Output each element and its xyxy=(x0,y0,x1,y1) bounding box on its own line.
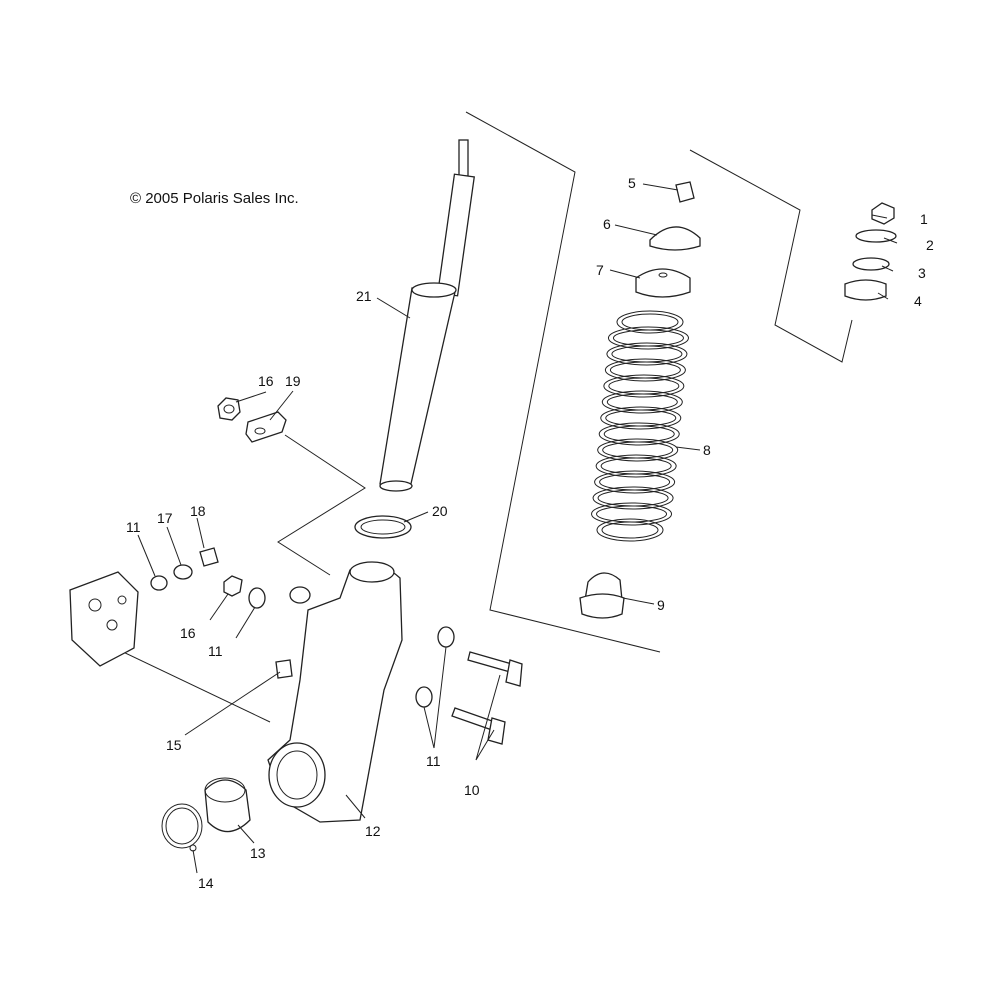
callout-15: 15 xyxy=(166,737,182,753)
spring-coil-inner xyxy=(608,377,680,395)
nut-16-upper xyxy=(217,397,241,421)
washer-11a xyxy=(150,575,168,591)
spring-coil xyxy=(591,502,673,526)
spring-coil-inner xyxy=(611,345,683,363)
washer-3 xyxy=(852,257,890,271)
spring-coil xyxy=(606,342,688,366)
strut-body xyxy=(379,287,456,489)
spindle-bolts xyxy=(415,626,523,745)
strut-body-top xyxy=(411,282,457,298)
spring-coil-inner xyxy=(600,457,672,475)
callout-11-b: 11 xyxy=(208,643,223,659)
callout-17: 17 xyxy=(157,510,173,526)
washer-11c xyxy=(437,626,455,648)
spring-coil-inner xyxy=(596,505,668,523)
spring-coil xyxy=(597,438,679,462)
caliper-assembly-line xyxy=(97,639,271,723)
callout-21: 21 xyxy=(356,288,372,304)
assembly-lines xyxy=(97,111,853,723)
clamp xyxy=(245,411,287,443)
callout-4: 4 xyxy=(914,293,922,309)
spring-coil-inner xyxy=(602,441,674,459)
callout-20: 20 xyxy=(432,503,448,519)
spring-coil xyxy=(598,422,680,446)
strut xyxy=(379,139,475,492)
spring-seat xyxy=(635,268,691,298)
jounce-bumper xyxy=(579,572,625,619)
callout-16-a: 16 xyxy=(258,373,274,389)
callout-10: 10 xyxy=(464,782,480,798)
top-mount-hardware xyxy=(844,202,897,301)
spring-coil xyxy=(616,310,684,334)
o-ring xyxy=(354,515,412,539)
callout-12: 12 xyxy=(365,823,381,839)
spring-coil-inner xyxy=(605,409,677,427)
spring-coil-inner xyxy=(609,361,681,379)
nut-16-lower xyxy=(223,575,243,597)
lock-washer-17 xyxy=(173,564,193,580)
spring-coil xyxy=(596,518,664,542)
bearing xyxy=(204,777,251,833)
callout-13: 13 xyxy=(250,845,266,861)
spring-coil xyxy=(592,486,674,510)
bushing-4 xyxy=(844,279,887,301)
copyright-text: © 2005 Polaris Sales Inc. xyxy=(130,190,299,207)
strut-rod xyxy=(437,173,475,297)
spring-coil-inner xyxy=(599,473,671,491)
spring-retainer xyxy=(649,226,701,251)
bolt-18 xyxy=(199,547,219,567)
spring-coil xyxy=(607,326,689,350)
spring-coil-inner xyxy=(612,329,684,347)
spring-hardware xyxy=(635,181,701,298)
callout-labels: 1 2 3 4 5 6 7 8 9 10 11 11 11 12 13 14 1… xyxy=(126,175,934,891)
strut-body-bottom xyxy=(379,480,413,492)
callout-5: 5 xyxy=(628,175,636,191)
callout-6: 6 xyxy=(603,216,611,232)
spring-coil xyxy=(594,470,676,494)
clamp-hardware xyxy=(217,397,287,443)
spring-coil xyxy=(604,358,686,382)
grease-fitting xyxy=(275,659,293,679)
spring-coil-inner xyxy=(601,521,659,539)
callout-8: 8 xyxy=(703,442,711,458)
spring-coil-inner xyxy=(603,425,675,443)
strut-rod-tip xyxy=(458,139,469,177)
callout-16-b: 16 xyxy=(180,625,196,641)
coil-spring xyxy=(591,310,689,542)
nut-5 xyxy=(675,181,695,203)
spring-coil xyxy=(603,374,685,398)
callout-3: 3 xyxy=(918,265,926,281)
callout-18: 18 xyxy=(190,503,206,519)
callout-11-c: 11 xyxy=(426,753,441,769)
bolt-10a xyxy=(467,651,513,673)
spring-coil-inner xyxy=(597,489,669,507)
spring-coil-inner xyxy=(606,393,678,411)
retaining-ring xyxy=(161,803,203,852)
strut-spring-assembly-line xyxy=(465,111,661,653)
callout-2: 2 xyxy=(926,237,934,253)
washer-11d xyxy=(415,686,433,708)
callout-19: 19 xyxy=(285,373,301,389)
callout-1: 1 xyxy=(920,211,928,227)
spring-coil-inner xyxy=(621,313,679,331)
nut-1 xyxy=(871,202,895,225)
clamp-spindle-assembly-line xyxy=(277,434,366,576)
spring-coil xyxy=(600,406,682,430)
callout-11-a: 11 xyxy=(126,519,141,535)
spring-coil xyxy=(595,454,677,478)
washer-11b xyxy=(248,587,266,609)
spindle xyxy=(267,561,403,823)
callout-14: 14 xyxy=(198,875,214,891)
leader-lines xyxy=(137,183,898,874)
callout-9: 9 xyxy=(657,597,665,613)
bolt-10b xyxy=(451,707,496,731)
caliper-hardware xyxy=(150,547,266,609)
callout-7: 7 xyxy=(596,262,604,278)
top-mount-assembly-line xyxy=(689,149,853,363)
spring-coil xyxy=(601,390,683,414)
brake-caliper xyxy=(69,571,139,667)
